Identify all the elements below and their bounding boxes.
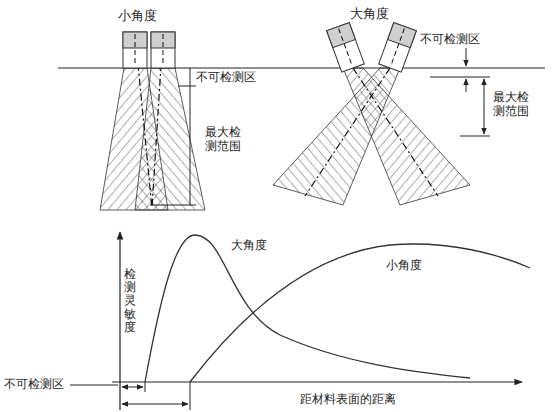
range-label: 最大检 测范围 [493,90,533,119]
zone-label: 不可检测区 [4,377,64,391]
range-bracket [430,48,490,136]
axis-label: 检测灵敏度 [124,268,136,334]
range-label: 最大检 测范围 [205,125,245,154]
zone-label: 不可检测区 [196,70,256,84]
large-angle-curve [145,235,470,382]
curve-label: 大角度 [230,238,268,252]
chart-axes [70,232,522,410]
heading-label: 小角度 [118,8,157,24]
large-angle-beams [273,68,470,205]
range-bracket [150,68,196,205]
zone-label: 不可检测区 [420,32,480,46]
small-angle-probes [123,32,175,68]
small-angle-curve [190,244,530,382]
large-angle-probes [327,23,417,73]
axis-label: 距材料表面的距离 [300,392,396,406]
heading-label: 大角度 [350,6,389,22]
curve-label: 小角度 [385,258,423,272]
